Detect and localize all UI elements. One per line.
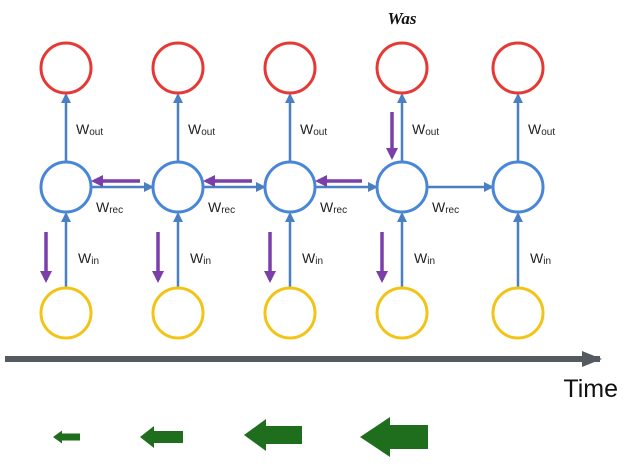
w-in-label: Win (530, 250, 551, 267)
output-node (151, 41, 205, 95)
w-out-label-main: W (188, 121, 202, 137)
w-rec-label: Wrec (96, 199, 123, 216)
w-out-label-sub: out (201, 127, 215, 138)
gradient-magnitude-arrows (53, 417, 428, 457)
w-out-label-sub: out (89, 127, 103, 138)
green-left-arrow (53, 430, 80, 444)
w-in-label-main: W (530, 250, 544, 266)
w-rec-label-main: W (432, 199, 446, 215)
w-rec-label-main: W (320, 199, 334, 215)
w-in-label-sub: in (91, 256, 99, 267)
output-node (491, 41, 545, 95)
input-node (263, 286, 317, 340)
w-in-label-main: W (302, 250, 316, 266)
input-node (491, 286, 545, 340)
output-node (375, 41, 429, 95)
output-node (39, 41, 93, 95)
input-node (39, 286, 93, 340)
w-in-label: Win (414, 250, 435, 267)
w-out-label: Wout (188, 121, 215, 138)
w-in-label: Win (78, 250, 99, 267)
w-rec-label: Wrec (320, 199, 347, 216)
header-word: Was (388, 9, 417, 28)
w-out-label: Wout (528, 121, 555, 138)
hidden-node (491, 160, 545, 214)
network: WoutWinWrecWoutWinWrecWoutWinWrecWoutWin… (39, 41, 555, 340)
w-out-label-main: W (528, 121, 542, 137)
green-left-arrow (244, 419, 302, 451)
w-in-label-sub: in (427, 256, 435, 267)
w-rec-label-main: W (96, 199, 110, 215)
w-in-label: Win (190, 250, 211, 267)
w-out-label: Wout (76, 121, 103, 138)
w-rec-label: Wrec (208, 199, 235, 216)
w-out-label: Wout (300, 121, 327, 138)
w-out-label-main: W (300, 121, 314, 137)
output-node (263, 41, 317, 95)
w-rec-label-sub: rec (445, 205, 459, 216)
w-out-label-sub: out (541, 127, 555, 138)
w-rec-label-main: W (208, 199, 222, 215)
green-left-arrow (140, 426, 183, 448)
hidden-node (263, 160, 317, 214)
time-label: Time (563, 375, 618, 403)
hidden-node (39, 160, 93, 214)
w-in-label-sub: in (203, 256, 211, 267)
gradient-arrows (40, 112, 398, 283)
w-out-label-sub: out (425, 127, 439, 138)
w-out-label-main: W (412, 121, 426, 137)
w-rec-label-sub: rec (333, 205, 347, 216)
w-in-label-main: W (78, 250, 92, 266)
w-in-label-main: W (190, 250, 204, 266)
w-rec-label-sub: rec (221, 205, 235, 216)
hidden-node (375, 160, 429, 214)
green-left-arrow (360, 417, 428, 457)
w-rec-label-sub: rec (109, 205, 123, 216)
w-in-label-sub: in (543, 256, 551, 267)
w-out-label-main: W (76, 121, 90, 137)
w-out-label: Wout (412, 121, 439, 138)
w-rec-label: Wrec (432, 199, 459, 216)
w-out-label-sub: out (313, 127, 327, 138)
hidden-node (151, 160, 205, 214)
w-in-label-main: W (414, 250, 428, 266)
w-in-label-sub: in (315, 256, 323, 267)
input-node (375, 286, 429, 340)
input-node (151, 286, 205, 340)
w-in-label: Win (302, 250, 323, 267)
